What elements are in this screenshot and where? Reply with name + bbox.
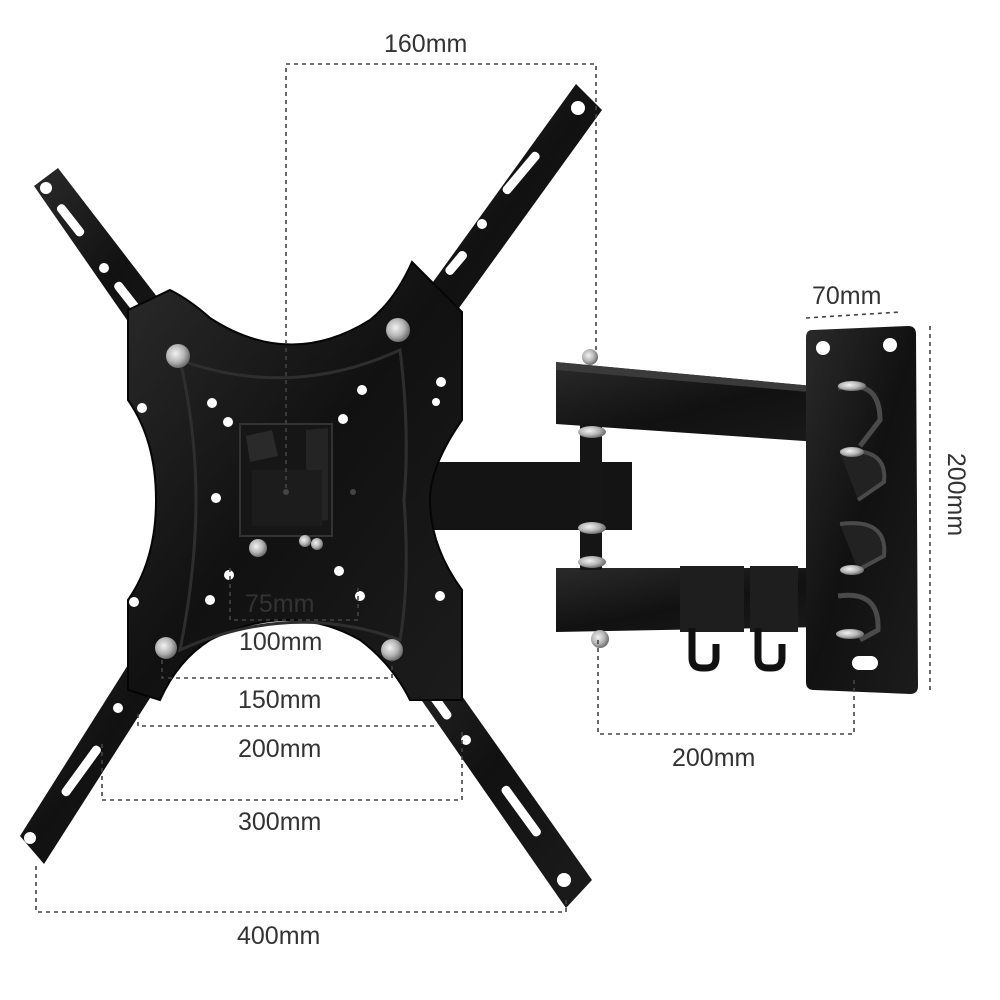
label-400mm: 400mm [237, 922, 321, 950]
bolt-icon [155, 637, 177, 659]
dimension-line-150mm [137, 714, 438, 727]
bolt-icon [249, 539, 267, 557]
label-150mm: 150mm [238, 686, 322, 714]
bolt-icon [591, 630, 609, 648]
dimension-line-160mm [285, 63, 597, 488]
label-wall-plate-width: 70mm [812, 282, 882, 310]
arm-pivot-pin [580, 424, 602, 570]
dimension-line-400mm [35, 866, 567, 913]
label-300mm: 300mm [238, 808, 322, 836]
label-wall-plate-height: 200mm [942, 452, 971, 537]
label-100mm: 100mm [239, 628, 323, 656]
bolt-icon [311, 538, 323, 550]
dimension-line-75mm [229, 568, 359, 621]
arm-upper-link [556, 362, 878, 446]
bolt-icon [166, 344, 190, 368]
tv-plate [127, 260, 463, 702]
dimension-line-70mm [805, 311, 901, 319]
dimension-line-vesa-200mm [101, 728, 463, 801]
bolt-icon [299, 535, 311, 547]
dimension-lines [35, 63, 931, 913]
cable-hook-icon [688, 628, 720, 672]
label-75mm: 75mm [245, 590, 315, 618]
arm-slots [24, 101, 585, 887]
label-160mm: 160mm [384, 30, 468, 58]
wall-plate [806, 326, 918, 694]
dimension-line-arm-200mm [597, 640, 855, 735]
vesa-holes [129, 377, 446, 607]
label-arm-extension: 200mm [672, 744, 756, 772]
cable-hook-icon [754, 628, 786, 672]
bolt-icon [386, 318, 410, 342]
bolt-icon [582, 349, 598, 365]
bolt-icon [381, 639, 403, 661]
articulating-arm [410, 349, 878, 672]
label-200mm-vesa: 200mm [238, 735, 322, 763]
vesa-arm-upper-right [394, 84, 602, 362]
dimension-line-100mm [161, 660, 393, 679]
